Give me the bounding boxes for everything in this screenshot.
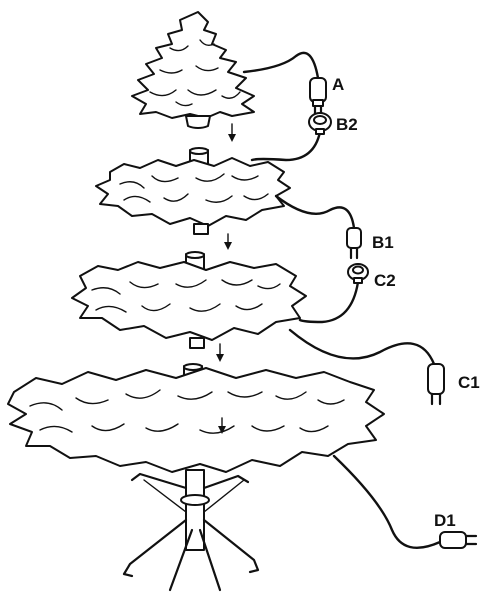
- plug-b1: [346, 227, 362, 260]
- tree-third-section: [71, 251, 307, 349]
- label-b2: B2: [336, 115, 358, 134]
- label-b1: B1: [372, 233, 394, 252]
- down-arrow-2: [224, 233, 232, 250]
- down-arrow-1: [228, 123, 236, 142]
- label-a: A: [332, 75, 344, 94]
- down-arrow-4: [218, 417, 226, 434]
- label-c1: C1: [458, 373, 480, 392]
- socket-c2: [347, 263, 369, 284]
- tree-bottom-section: [7, 363, 385, 473]
- light-cords: [242, 51, 442, 550]
- down-arrow-3: [216, 343, 224, 362]
- plug-c1: [427, 363, 445, 406]
- socket-b2: [308, 112, 332, 135]
- label-d1: D1: [434, 511, 456, 530]
- tree-second-section: [95, 147, 291, 235]
- plug-d1: [439, 531, 478, 549]
- tree-stand: [122, 469, 260, 592]
- plug-a: [309, 77, 327, 118]
- tree-top-section: [131, 11, 255, 129]
- label-c2: C2: [374, 271, 396, 290]
